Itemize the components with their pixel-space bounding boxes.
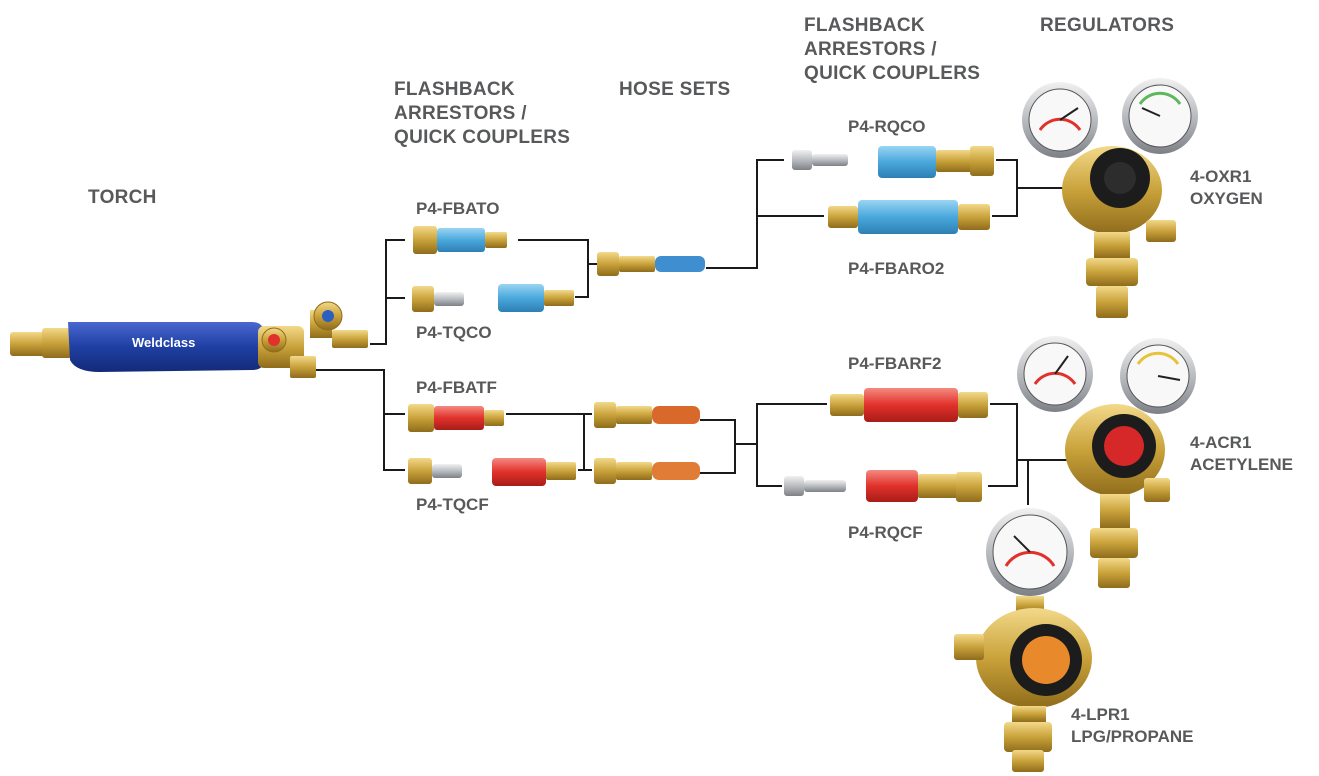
label-p4-tqco: P4-TQCO bbox=[416, 323, 492, 342]
label-acetylene-regulator: 4-ACR1 ACETYLENE bbox=[1190, 433, 1293, 474]
heading-torch: TORCH bbox=[88, 187, 157, 208]
heading-flashback-right: FLASHBACK ARRESTORS / QUICK COUPLERS bbox=[804, 15, 981, 84]
fbatf-image bbox=[408, 404, 504, 432]
torch-brand: Weldclass bbox=[132, 335, 195, 350]
label-p4-rqco: P4-RQCO bbox=[848, 117, 926, 136]
torch-image: Weldclass bbox=[10, 301, 368, 378]
fuel-hose-bottom-image bbox=[594, 458, 700, 484]
tqcf-image bbox=[408, 458, 576, 486]
label-p4-fbato: P4-FBATO bbox=[416, 199, 500, 218]
oxygen-regulator-image bbox=[1022, 78, 1198, 318]
acetylene-regulator-image bbox=[1017, 336, 1196, 588]
heading-regulators: REGULATORS bbox=[1040, 15, 1175, 36]
label-lpg-regulator: 4-LPR1 LPG/PROPANE bbox=[1071, 705, 1194, 746]
label-p4-fbatf: P4-FBATF bbox=[416, 378, 497, 397]
label-p4-fbarf2: P4-FBARF2 bbox=[848, 354, 942, 373]
fuel-hose-top-image bbox=[594, 402, 700, 428]
rqcf-image bbox=[784, 470, 982, 502]
label-p4-tqcf: P4-TQCF bbox=[416, 495, 489, 514]
heading-flashback-left: FLASHBACK ARRESTORS / QUICK COUPLERS bbox=[394, 79, 571, 148]
tqco-image bbox=[412, 284, 574, 312]
oxygen-hose-image bbox=[597, 252, 705, 276]
label-oxygen-regulator: 4-OXR1 OXYGEN bbox=[1190, 167, 1263, 208]
rqco-image bbox=[792, 146, 994, 178]
connector-lines bbox=[316, 159, 1075, 505]
fbaro2-image bbox=[828, 200, 990, 234]
lpg-regulator-image bbox=[954, 508, 1092, 772]
label-p4-fbaro2: P4-FBARO2 bbox=[848, 259, 945, 278]
fbato-image bbox=[413, 226, 507, 254]
fbarf2-image bbox=[830, 388, 988, 422]
label-p4-rqcf: P4-RQCF bbox=[848, 523, 923, 542]
heading-hose-sets: HOSE SETS bbox=[619, 79, 731, 100]
